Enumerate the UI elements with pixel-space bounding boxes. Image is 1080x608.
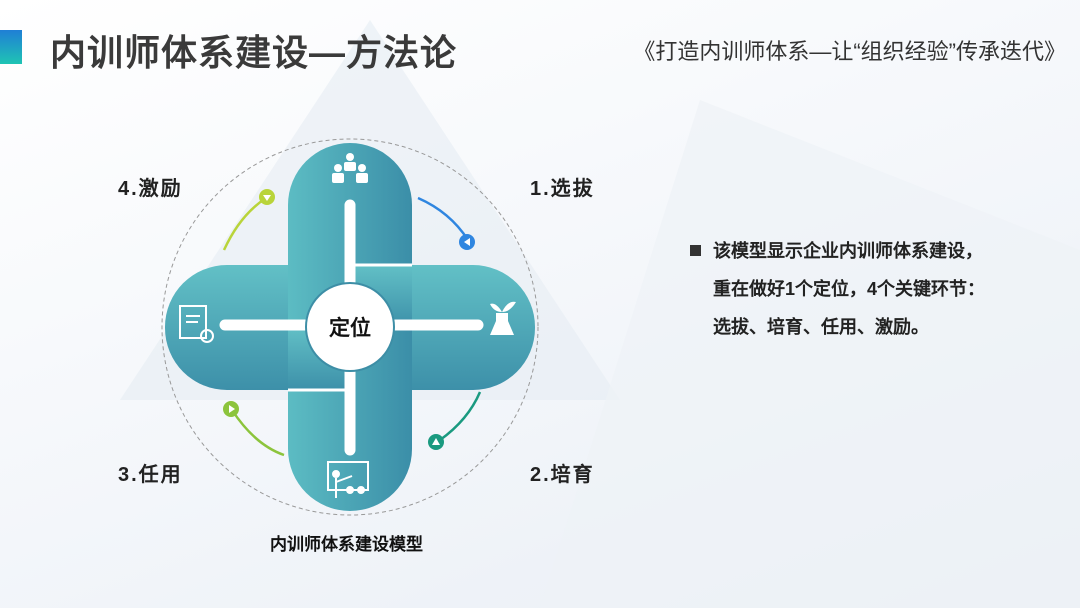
- description: 该模型显示企业内训师体系建设， 重在做好1个定位，4个关键环节： 选拔、培育、任…: [690, 232, 985, 346]
- description-line: 重在做好1个定位，4个关键环节：: [713, 279, 986, 299]
- title-accent-bar: [0, 30, 22, 64]
- people-group-icon: [332, 153, 368, 183]
- document-gear-icon: [179, 305, 214, 343]
- bullet-square-icon: [690, 244, 701, 256]
- arc-4: [222, 196, 267, 251]
- step-label-motivate: 4.激励: [118, 178, 183, 200]
- arc-2: [439, 391, 482, 442]
- arc-3: [230, 409, 285, 457]
- description-line: 选拔、培育、任用、激励。: [713, 317, 929, 337]
- dashed-orbit: [161, 138, 539, 516]
- page-subtitle: 《打造内训师体系—让“组织经验”传承迭代》: [633, 39, 1066, 64]
- arc-1: [417, 196, 470, 241]
- diagram-caption: 内训师体系建设模型: [270, 535, 423, 554]
- center-positioning-node: 定位: [305, 282, 395, 372]
- description-line: 该模型显示企业内训师体系建设，: [713, 241, 983, 261]
- page-title: 内训师体系建设—方法论: [50, 32, 458, 73]
- step-label-employ: 3.任用: [118, 464, 183, 486]
- step-label-select: 1.选拔: [530, 178, 595, 200]
- teacher-board-icon: [327, 461, 369, 498]
- step-label-develop: 2.培育: [530, 464, 595, 486]
- sprout-flask-icon: [490, 301, 516, 335]
